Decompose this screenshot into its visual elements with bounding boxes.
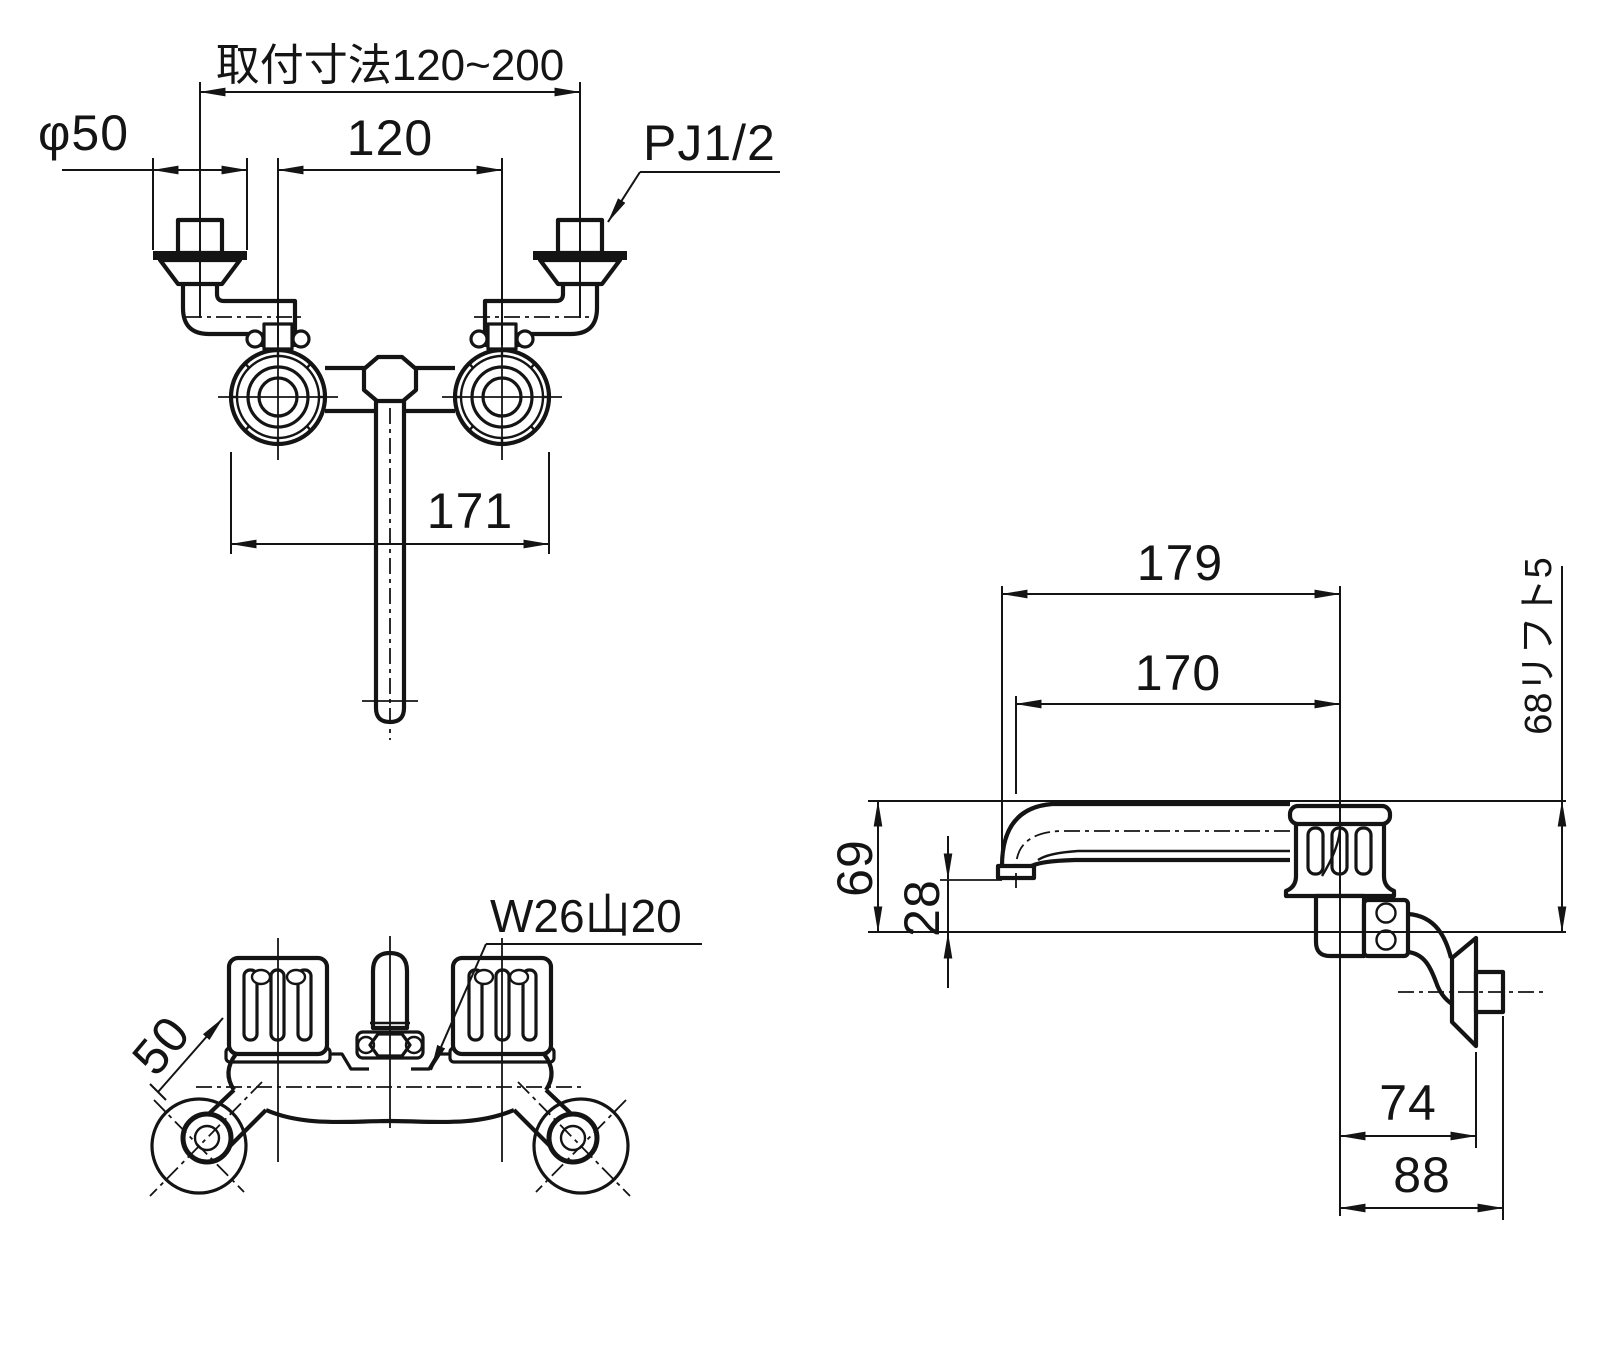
- dim-height-lift: 68リフト5: [1518, 557, 1560, 734]
- dim-pitch: 120: [347, 110, 433, 166]
- front-centerlines: [186, 316, 594, 740]
- side-dimensions: 179 170 69 28 68リフト5 74 88: [827, 535, 1567, 1220]
- bottom-left-half: [149, 955, 391, 1197]
- label-spout-nut-thread: W26山20: [490, 890, 682, 942]
- side-view: 179 170 69 28 68リフト5 74 88: [827, 535, 1567, 1220]
- dim-spout-reach-overall: 179: [1137, 535, 1223, 591]
- bottom-view: W26山20 50: [121, 890, 702, 1197]
- dim-spout-reach: 170: [1135, 645, 1221, 701]
- label-inlet-thread: PJ1/2: [643, 115, 776, 171]
- front-view: 取付寸法120~200 φ50 120 PJ1/2 171: [38, 41, 780, 740]
- dim-handle-diameter: 50: [121, 1005, 201, 1085]
- dim-spout-height: 69: [827, 839, 883, 897]
- valve-body-side: [1313, 893, 1546, 1049]
- dim-mounting-pitch: 取付寸法120~200: [216, 41, 565, 90]
- front-dimensions: 取付寸法120~200 φ50 120 PJ1/2 171: [38, 41, 780, 554]
- dim-wall-to-center: 74: [1379, 1075, 1437, 1131]
- spout-side: [995, 801, 1290, 888]
- bottom-right-half: [389, 955, 631, 1197]
- center-hex-nut: [361, 354, 419, 404]
- bottom-centerlines: [196, 936, 584, 1162]
- side-reference-lines: [868, 800, 1566, 933]
- dim-body-width: 171: [427, 483, 513, 539]
- dim-flange-diameter: φ50: [38, 105, 129, 161]
- dim-wall-overall: 88: [1393, 1147, 1451, 1203]
- dim-outlet-height: 28: [894, 879, 950, 937]
